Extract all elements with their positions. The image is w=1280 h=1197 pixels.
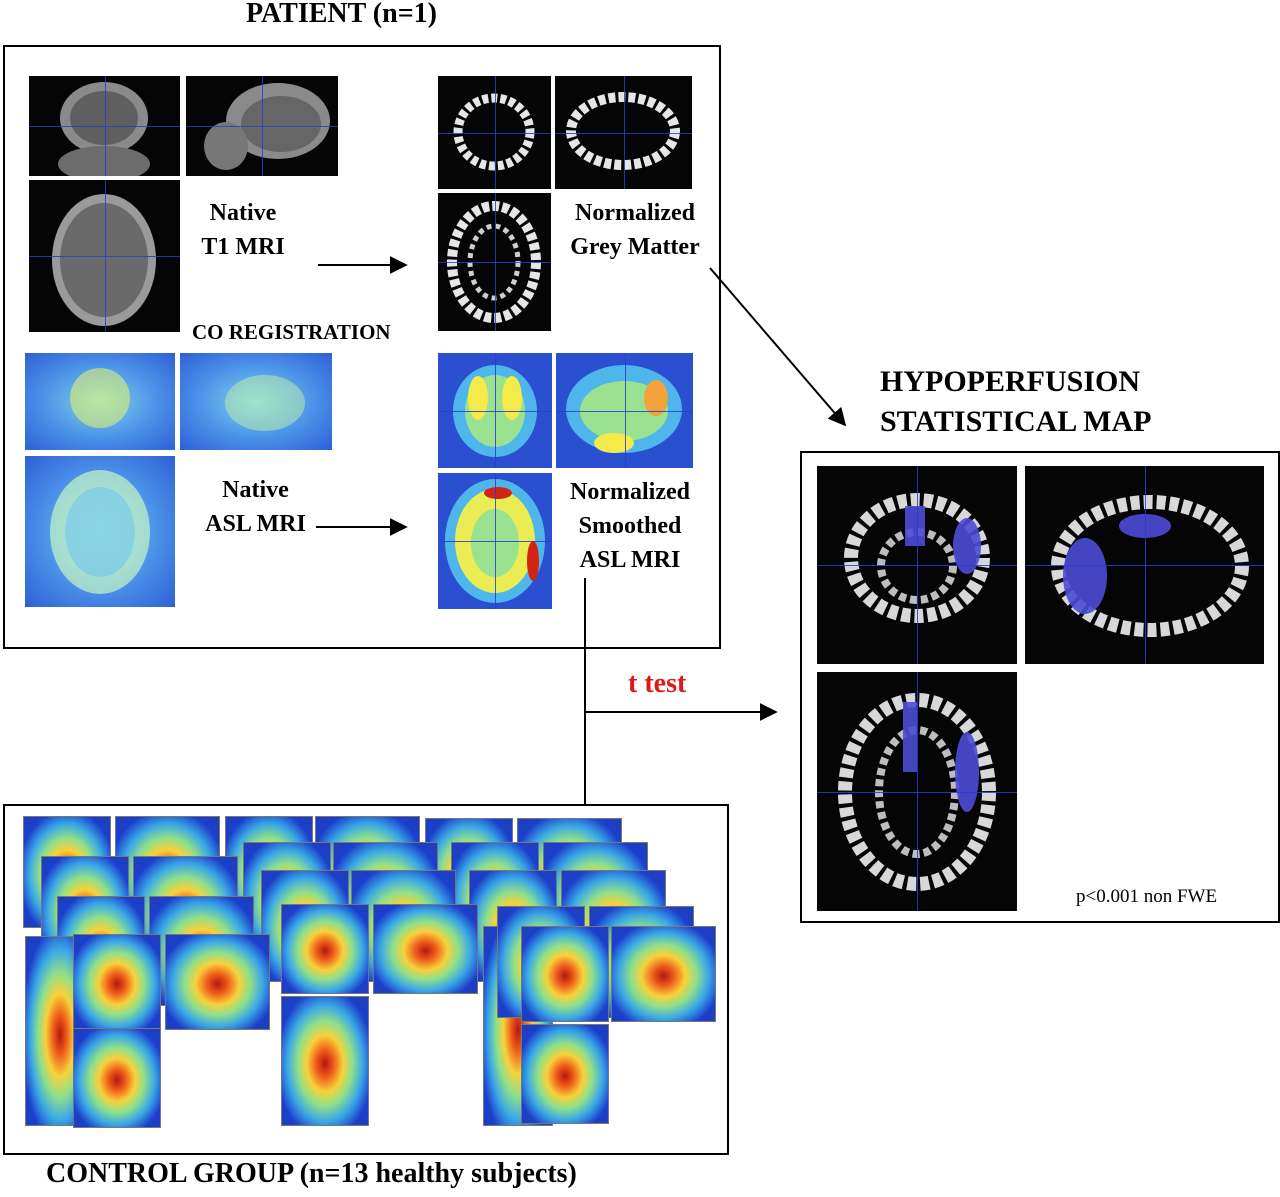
norm-grey-coronal-image <box>438 76 551 189</box>
norm-asl-sagittal-image <box>556 353 693 468</box>
control-scan <box>521 926 609 1022</box>
control-scan <box>611 926 716 1022</box>
map-axial-image <box>817 672 1017 911</box>
control-scan <box>281 996 369 1126</box>
native-asl-sagittal-image <box>180 353 332 450</box>
patient-title: PATIENT (n=1) <box>246 0 437 29</box>
native-t1-sagittal-image <box>186 76 338 176</box>
control-images <box>5 806 727 1153</box>
control-group-title: CONTROL GROUP (n=13 healthy subjects) <box>46 1158 577 1189</box>
control-scan <box>73 1028 161 1128</box>
p-value-label: p<0.001 non FWE <box>1076 886 1218 907</box>
control-scan <box>373 904 478 994</box>
map-coronal-image <box>817 466 1017 664</box>
norm-grey-sagittal-image <box>555 76 692 189</box>
native-t1-coronal-image <box>29 76 180 176</box>
coregistration-label: CO REGISTRATION <box>192 320 391 344</box>
norm-asl-coronal-image <box>438 353 552 468</box>
norm-asl-axial-image <box>438 473 552 609</box>
native-asl-coronal-image <box>25 353 175 450</box>
control-scan <box>73 934 161 1030</box>
norm-grey-axial-image <box>438 193 551 331</box>
control-scan <box>281 904 369 994</box>
native-t1-axial-image <box>29 180 180 332</box>
control-scan <box>165 934 270 1030</box>
grey-to-map-arrow <box>709 267 847 427</box>
t-test-label: t test <box>628 668 687 699</box>
native-asl-axial-image <box>25 456 175 607</box>
control-scan <box>521 1024 609 1124</box>
map-sagittal-image <box>1025 466 1264 664</box>
